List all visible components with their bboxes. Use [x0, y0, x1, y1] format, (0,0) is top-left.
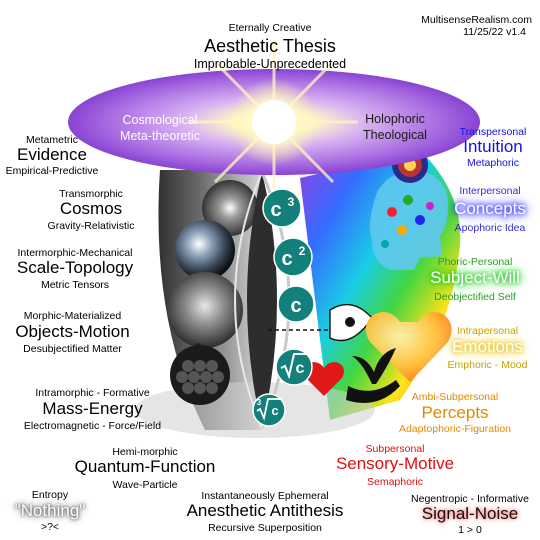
- top-sub: Improbable-Unprecedented: [193, 57, 347, 71]
- left-5-sub: Wave-Particle: [112, 479, 178, 491]
- left-4-sub: Electromagnetic - Force/Field: [23, 420, 162, 432]
- left-3-title: Objects-Motion: [15, 322, 130, 341]
- left-1-title: Cosmos: [59, 199, 123, 218]
- left-3-sub: Desubjectified Matter: [23, 343, 122, 355]
- left-2-small: Intermorphic-Mechanical: [17, 247, 133, 259]
- left-2-title: Scale-Topology: [16, 258, 134, 277]
- left-3-small: Morphic-Materialized: [23, 310, 122, 322]
- right-1-sub: Apophoric Idea: [454, 222, 526, 234]
- right-3-small: Intrapersonal: [456, 325, 519, 337]
- right-3-title: Emotions: [452, 337, 523, 356]
- left-1-sub: Gravity-Relativistic: [47, 220, 135, 232]
- right-4-title: Percepts: [421, 403, 489, 422]
- right-5-sub: Semaphoric: [366, 476, 424, 488]
- credit-site: MultisenseRealism.com: [421, 14, 532, 26]
- right-0-title: Intuition: [463, 137, 523, 156]
- bottom-center-sub: Recursive Superposition: [208, 522, 322, 534]
- left-5-small: Hemi-morphic: [112, 446, 178, 458]
- bottom-center-title: Anesthetic Antithesis: [186, 501, 344, 520]
- right-2-sub: Deobjectified Self: [434, 291, 516, 303]
- left-0-title: Evidence: [17, 145, 87, 164]
- right-2-title: Subject-Will: [430, 268, 520, 287]
- left-2-sub: Metric Tensors: [40, 279, 110, 291]
- top-small: Eternally Creative: [228, 22, 312, 34]
- right-1-title: Concepts: [454, 199, 526, 218]
- right-3-sub: Emphoric - Mood: [447, 359, 528, 371]
- right-4-small: Ambi-Subpersonal: [411, 391, 499, 403]
- right-4-sub: Adaptophoric-Figuration: [398, 423, 512, 435]
- right-5-small: Subpersonal: [365, 443, 425, 455]
- left-4-small: Intramorphic - Formative: [35, 387, 150, 399]
- ellipse-right-2: Theological: [363, 128, 427, 142]
- left-1-small: Transmorphic: [59, 188, 123, 200]
- right-2-small: Phoric-Personal: [437, 256, 513, 268]
- bottom-entropy-sub: >?<: [40, 521, 60, 533]
- bottom-neg-small: Negentropic - Informative: [411, 493, 529, 505]
- ellipse-left-2: Meta-theoretic: [120, 129, 200, 143]
- left-0-small: Metametric: [26, 134, 78, 146]
- bottom-entropy-title: "Nothing": [14, 501, 86, 520]
- bottom-center-small: Instantaneously Ephemeral: [201, 490, 329, 502]
- ellipse-left-1: Cosmological: [122, 113, 198, 127]
- top-title: Aesthetic Thesis: [204, 36, 336, 56]
- left-5-title: Quantum-Function: [74, 457, 216, 476]
- right-0-small: Transpersonal: [459, 126, 527, 138]
- bottom-entropy-small: Entropy: [31, 489, 69, 501]
- credit-date: 11/25/22 v1.4: [463, 26, 526, 38]
- bottom-neg-title: Signal-Noise: [421, 504, 519, 523]
- left-0-sub: Empirical-Predictive: [5, 165, 99, 177]
- right-1-small: Interpersonal: [459, 185, 521, 197]
- right-5-title: Sensory-Motive: [335, 454, 455, 473]
- ellipse-right-1: Holophoric: [365, 112, 425, 126]
- bottom-neg-sub: 1 > 0: [458, 524, 482, 536]
- right-0-sub: Metaphoric: [467, 157, 519, 169]
- left-4-title: Mass-Energy: [42, 399, 143, 418]
